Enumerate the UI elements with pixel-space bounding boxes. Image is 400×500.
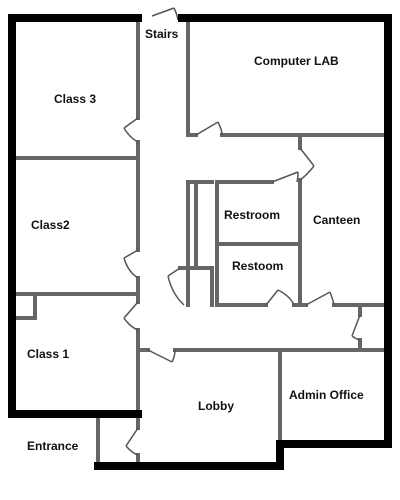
door-class1 <box>123 301 139 331</box>
door-lobby <box>147 349 176 363</box>
inner-walls <box>10 20 386 468</box>
outer-walls <box>8 14 392 470</box>
label-class2: Class2 <box>31 218 70 232</box>
door-class3 <box>123 117 139 143</box>
door-shaft <box>167 267 185 306</box>
label-class3: Class 3 <box>54 92 97 106</box>
label-stairs: Stairs <box>145 27 179 41</box>
door-restroom1 <box>271 171 299 183</box>
label-entrance: Entrance <box>27 439 79 453</box>
label-canteen: Canteen <box>313 213 361 227</box>
label-admin-office: Admin Office <box>289 388 364 402</box>
door-class2 <box>123 249 139 279</box>
label-class1: Class 1 <box>27 347 70 361</box>
door-stairs <box>151 7 179 21</box>
door-canteen <box>299 147 315 181</box>
door-lab <box>195 121 223 136</box>
label-restroom: Restroom <box>224 208 281 222</box>
label-lobby: Lobby <box>198 399 234 413</box>
door-restroom2 <box>265 289 295 306</box>
door-canteen2 <box>305 291 335 306</box>
label-computer-lab: Computer LAB <box>254 54 339 68</box>
label-restoom: Restoom <box>232 259 284 273</box>
door-entrance <box>125 427 139 456</box>
doors <box>123 7 361 456</box>
door-admin <box>351 314 361 341</box>
